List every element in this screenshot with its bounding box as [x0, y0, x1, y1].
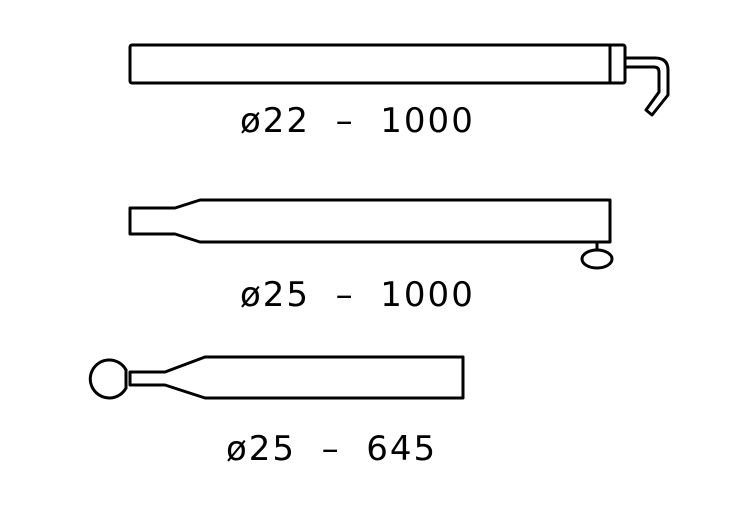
pole-3-dimension-label: ø25 – 645 — [226, 429, 438, 469]
pole-3-tube — [128, 355, 465, 400]
pole-1-hook — [623, 56, 670, 117]
pole-2-tube — [128, 198, 612, 244]
pole-1-tube — [128, 43, 627, 85]
pole-1-dimension-label: ø22 – 1000 — [240, 101, 475, 141]
pole-2-knob — [580, 248, 614, 270]
pole-1-drawing — [128, 43, 670, 117]
pole-3-drawing — [88, 355, 465, 400]
pole-2-drawing — [128, 198, 614, 270]
pole-3-ring — [88, 358, 128, 400]
pole-2-dimension-label: ø25 – 1000 — [240, 275, 475, 315]
